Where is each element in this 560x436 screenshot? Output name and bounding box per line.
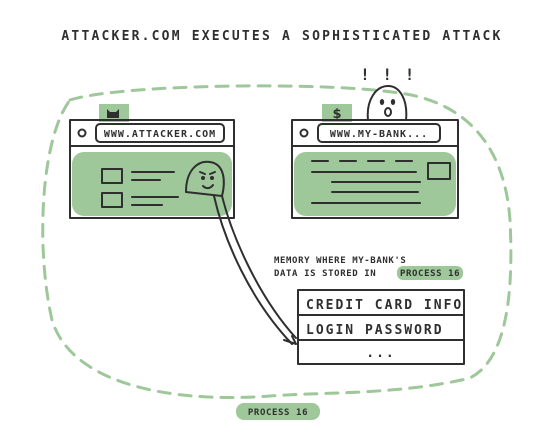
surprised-ghost-character: ! ! !	[360, 65, 416, 121]
attacker-browser-window: WWW.ATTACKER.COM	[69, 104, 235, 219]
memory-note-line1: MEMORY WHERE MY-BANK'S	[274, 256, 406, 266]
memory-note-process-highlight: PROCESS 16	[400, 269, 460, 279]
memory-row-more: ...	[366, 346, 395, 361]
memory-table: CREDIT CARD INFO LOGIN PASSWORD ...	[297, 289, 465, 365]
memory-note-line2-prefix: DATA IS STORED IN	[274, 269, 376, 279]
cat-icon	[107, 109, 119, 118]
dollar-icon: $	[332, 107, 341, 122]
attacker-tab	[99, 104, 129, 122]
content-block	[427, 162, 451, 180]
memory-row-credit-card: CREDIT CARD INFO	[306, 298, 463, 313]
process-label-pill	[236, 403, 320, 420]
bank-tab: $	[322, 104, 352, 122]
attacker-reaching-arm	[213, 195, 293, 345]
process-boundary	[41, 84, 513, 399]
process-highlight	[397, 266, 463, 280]
attacker-creature	[185, 160, 297, 345]
bank-address-bar	[317, 123, 441, 143]
bank-browser-window: $ WWW.MY-BANK...	[291, 104, 459, 219]
content-block	[101, 192, 123, 208]
bank-url: WWW.MY-BANK...	[330, 129, 428, 140]
bank-page-content	[294, 152, 456, 216]
memory-row-login-password: LOGIN PASSWORD	[306, 323, 444, 338]
alarm-marks: ! ! !	[360, 65, 416, 84]
diagram-title: ATTACKER.COM EXECUTES A SOPHISTICATED AT…	[61, 29, 502, 44]
process-label: PROCESS 16	[248, 408, 308, 418]
attacker-address-bar	[95, 123, 225, 143]
attacker-url: WWW.ATTACKER.COM	[104, 129, 216, 140]
content-block	[101, 168, 123, 184]
window-dot	[299, 128, 309, 138]
window-dot	[77, 128, 87, 138]
